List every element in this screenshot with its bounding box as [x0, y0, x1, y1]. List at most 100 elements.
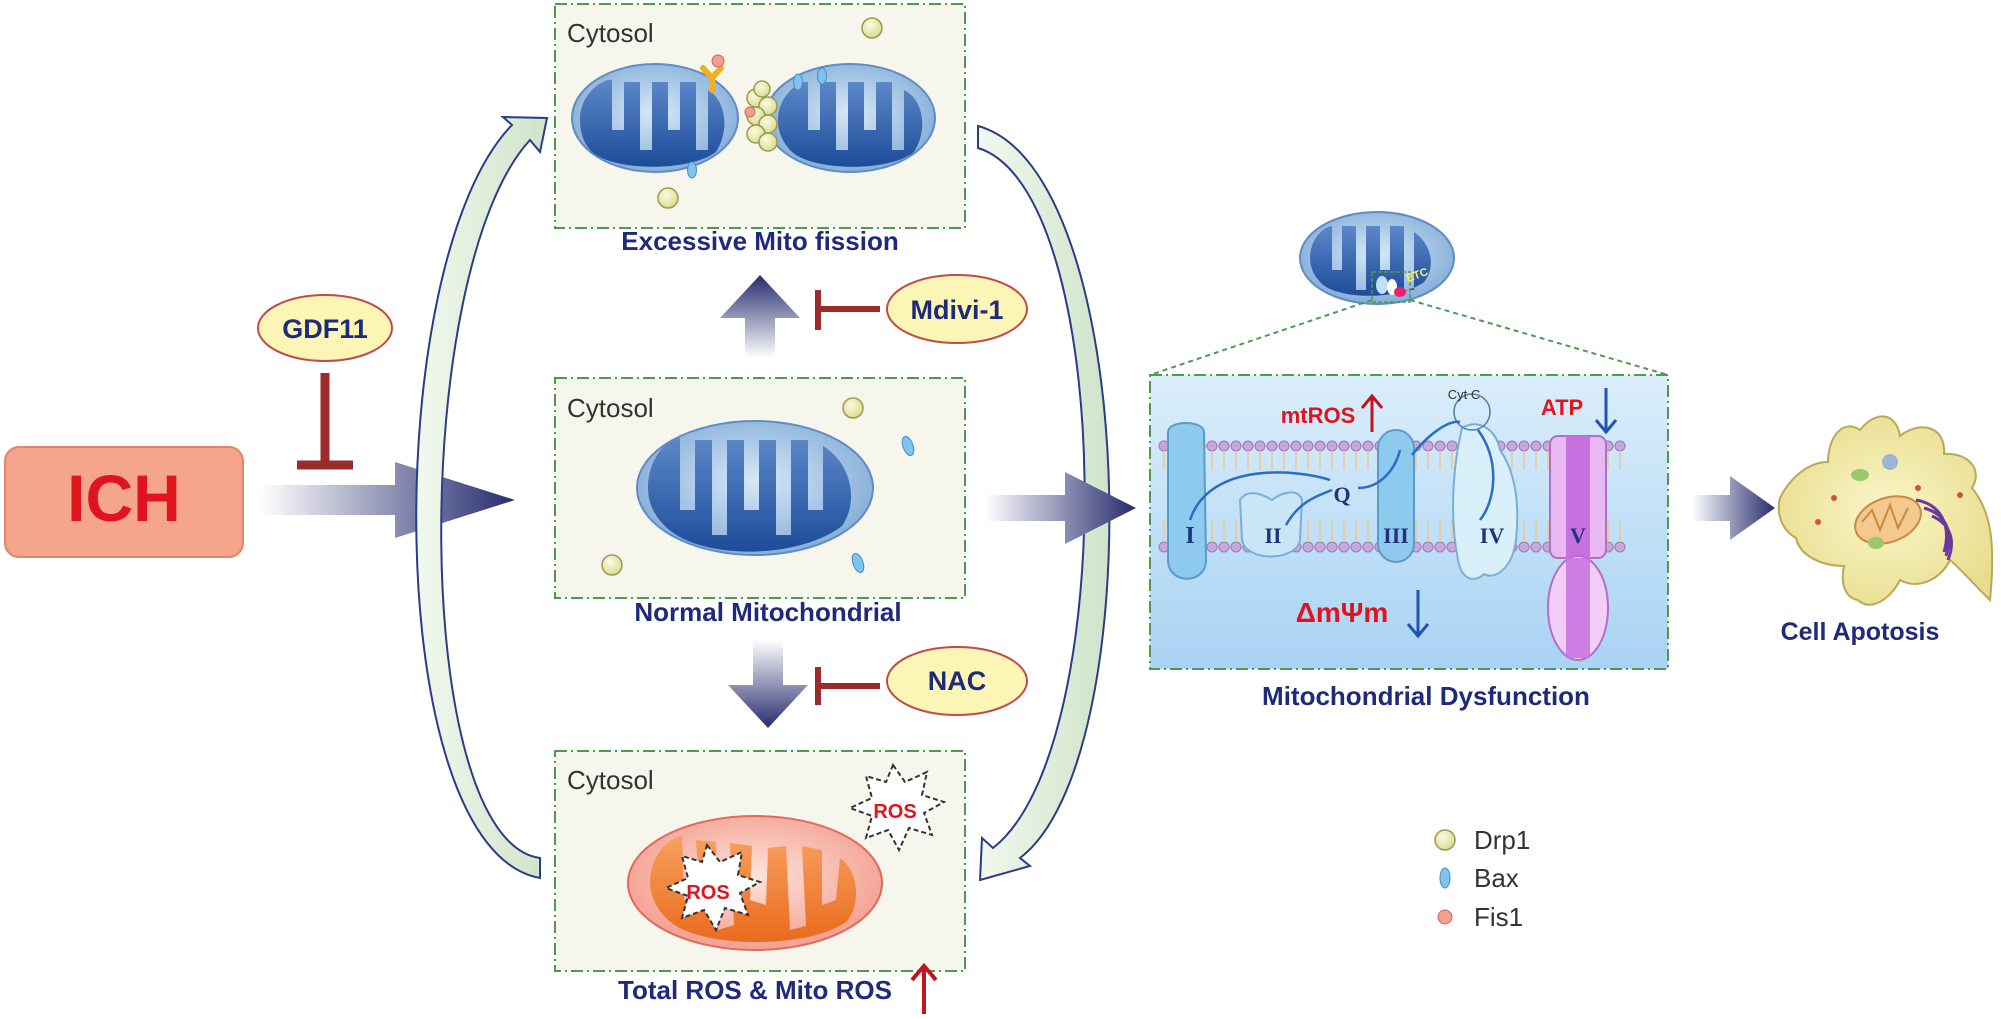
ich-to-normal-arrow — [260, 462, 515, 538]
dysfunction-to-apoptosis-arrow — [1692, 476, 1775, 540]
fission-cytosol-label: Cytosol — [567, 18, 654, 48]
lipid-head — [1506, 440, 1518, 452]
apoptotic-cell — [1777, 415, 1994, 606]
normal-to-ros-arrow — [728, 640, 808, 728]
mdivi-inhibitor: Mdivi-1 — [815, 274, 1028, 344]
legend-bax-label: Bax — [1474, 863, 1519, 893]
lipid-head — [1230, 541, 1242, 553]
ros-panel: Cytosol ROS ROS Total ROS & Mito ROS — [554, 750, 966, 1014]
lipid-head — [1326, 541, 1338, 553]
fission-mitochondrion-right — [764, 63, 936, 173]
complex-ii-label: II — [1264, 523, 1281, 548]
lipid-head — [1434, 440, 1446, 452]
lipid-head — [1362, 440, 1374, 452]
legend-drp1: Drp1 — [1434, 825, 1530, 855]
coenzyme-q-label: Q — [1333, 482, 1350, 507]
gdf11-label: GDF11 — [282, 314, 368, 344]
lipid-head — [1314, 541, 1326, 553]
lipid-head — [1266, 440, 1278, 452]
mtros-label: mtROS — [1281, 403, 1356, 428]
membrane-potential-decrease-arrow — [1406, 590, 1430, 639]
lipid-head — [1218, 541, 1230, 553]
drp1-free-3 — [842, 397, 864, 419]
fission-mitochondrion-left — [571, 63, 739, 173]
drp1-ring — [746, 80, 778, 152]
lipid-head — [1350, 541, 1362, 553]
ich-label: ICH — [67, 461, 181, 535]
legend-fis1-label: Fis1 — [1474, 902, 1523, 932]
normal-mitochondrion — [636, 420, 874, 556]
lipid-head — [1530, 440, 1542, 452]
zoom-line-left — [1149, 299, 1373, 376]
legend-bax: Bax — [1439, 863, 1519, 893]
lipid-head — [1338, 440, 1350, 452]
mdivi-label: Mdivi-1 — [910, 295, 1003, 325]
lipid-head — [1362, 541, 1374, 553]
lipid-head — [1206, 440, 1218, 452]
lipid-head — [1614, 541, 1626, 553]
ros-cytosol-label: Cytosol — [567, 765, 654, 795]
legend-fis1: Fis1 — [1437, 902, 1523, 932]
electron-flow-arrows — [1188, 420, 1495, 526]
fis1-receptor — [700, 54, 756, 118]
lipid-head — [1350, 440, 1362, 452]
fission-panel: Cytosol Exce — [554, 3, 966, 256]
lipid-head — [1530, 541, 1542, 553]
lipid-head — [1218, 440, 1230, 452]
lipid-head — [1314, 440, 1326, 452]
fission-caption: Excessive Mito fission — [621, 226, 898, 256]
nac-inhibitor: NAC — [815, 646, 1028, 716]
dysfunction-caption: Mitochondrial Dysfunction — [1262, 681, 1590, 711]
drp1-free-4 — [601, 554, 623, 576]
zoom-line-right — [1409, 299, 1669, 376]
lipid-head — [1446, 440, 1458, 452]
bax-2 — [817, 67, 827, 85]
bax-4 — [901, 435, 915, 457]
mtros-increase-arrow — [1360, 393, 1384, 432]
gdf11-inhibitor: GDF11 — [257, 294, 393, 470]
lipid-head — [1290, 440, 1302, 452]
complex-iii: III — [1377, 429, 1415, 563]
apoptosis-caption: Cell Apotosis — [1781, 618, 1940, 646]
lipid-head — [1230, 440, 1242, 452]
normal-to-dysfunction-arrow — [985, 472, 1136, 544]
lipid-head — [1518, 541, 1530, 553]
complex-v-label: V — [1570, 523, 1586, 548]
normal-to-fission-arrow — [720, 275, 800, 358]
bax-1 — [793, 73, 803, 91]
normal-cytosol-label: Cytosol — [567, 393, 654, 423]
lipid-head — [1242, 440, 1254, 452]
cytochrome-c — [1453, 393, 1491, 431]
ros-burst-2-label: ROS — [873, 801, 916, 823]
normal-panel: Cytosol Normal Mitochondrial — [554, 377, 966, 627]
nac-label: NAC — [928, 666, 987, 696]
lipid-head — [1434, 541, 1446, 553]
lipid-head — [1302, 541, 1314, 553]
legend-fis1-swatch — [1437, 909, 1453, 925]
right-curved-arrow — [977, 124, 1111, 882]
drp1-free-1 — [861, 17, 883, 39]
atp-decrease-arrow — [1594, 388, 1618, 435]
legend: Drp1 Bax Fis1 — [1434, 825, 1530, 932]
complex-i: I — [1167, 422, 1208, 580]
lipid-head — [1518, 440, 1530, 452]
lipid-head — [1422, 541, 1434, 553]
bax-3 — [687, 161, 697, 179]
etc-source-mitochondrion: ETC — [1299, 211, 1455, 305]
cytc-label: Cyt C — [1448, 387, 1481, 402]
lipid-head — [1326, 440, 1338, 452]
ich-box: ICH — [4, 446, 244, 558]
ros-caption: Total ROS & Mito ROS — [618, 975, 892, 1005]
lipid-head — [1614, 440, 1626, 452]
atp-label: ATP — [1541, 395, 1583, 420]
complex-v: V — [1547, 435, 1609, 661]
ros-increase-arrow — [910, 962, 938, 1014]
complex-iii-label: III — [1383, 523, 1409, 548]
ros-burst-1-label: ROS — [686, 882, 729, 904]
complex-iv: IV — [1452, 423, 1519, 580]
lipid-head — [1302, 440, 1314, 452]
drp1-free-2 — [657, 187, 679, 209]
ros-burst-2: ROS — [847, 762, 947, 853]
lipid-head — [1338, 541, 1350, 553]
